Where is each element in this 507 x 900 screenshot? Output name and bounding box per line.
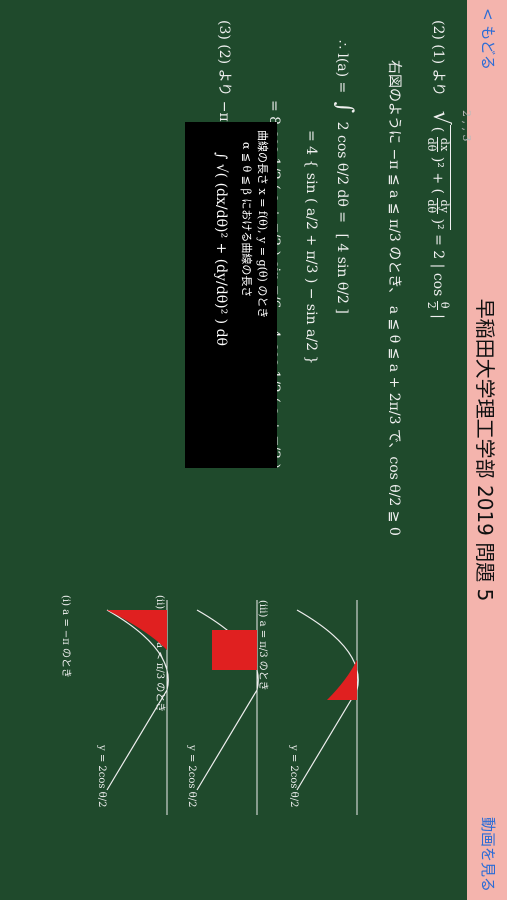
graph3-curve-label: y = 2cos θ/2 — [288, 745, 299, 808]
graph3-area — [327, 660, 357, 700]
formula-line-2: α ≦ θ ≦ β における曲線の長さ — [240, 142, 253, 298]
line3-integrand: 2 cos θ/2 dθ = — [334, 121, 350, 224]
solution-line-2: 右図のように −π ≦ a ≦ π/3 のとき、 a ≦ θ ≦ a + 2π/… — [386, 60, 402, 536]
watch-video-button[interactable]: 動画を見る — [479, 816, 497, 892]
line1-prefix: (2) (1) より — [430, 20, 446, 97]
graph-3 — [296, 600, 359, 815]
solution-line-3: ∴ l(a) = ∫ 2 cos θ/2 dθ = [ 4 sin θ/2 ] — [332, 40, 357, 314]
sqrt-sign: √ — [428, 110, 453, 125]
graph-2 — [196, 600, 259, 815]
cut-off-text: 2 , , 3 — [460, 110, 473, 142]
integral-sign: ∫ — [332, 101, 357, 114]
line3-prefix: ∴ l(a) = — [334, 40, 350, 94]
top-bar: < もどる 早稲田大学理工学部 2019 問題 5 動画を見る — [467, 0, 507, 900]
formula-line-3: ∫ √( (dx/dθ)² + (dy/dθ)² ) dθ — [213, 152, 229, 346]
page-title: 早稲田大学理工学部 2019 問題 5 — [473, 298, 497, 602]
graph1-area — [107, 610, 167, 650]
graph1-curve-label: y = 2cos θ/2 — [96, 745, 107, 808]
formula-line-1: 曲線の長さ x = f(θ), y = g(θ) のとき — [256, 130, 269, 319]
line3-result: [ 4 sin θ/2 ] — [334, 233, 350, 314]
graph-1 — [106, 600, 169, 815]
graph2-curve-label: y = 2cos θ/2 — [186, 745, 197, 808]
graph1-curve — [106, 609, 169, 791]
graph1-caption: (i) a = −π のとき — [60, 595, 71, 679]
line1-result: = 2 — [430, 234, 446, 260]
graph2-area — [212, 630, 257, 670]
formula-box: 曲線の長さ x = f(θ), y = g(θ) のとき α ≦ θ ≦ β に… — [185, 122, 277, 468]
solution-line-4: = 4 { sin ( a/2 + π/3 ) − sin a/2 } — [303, 130, 319, 365]
